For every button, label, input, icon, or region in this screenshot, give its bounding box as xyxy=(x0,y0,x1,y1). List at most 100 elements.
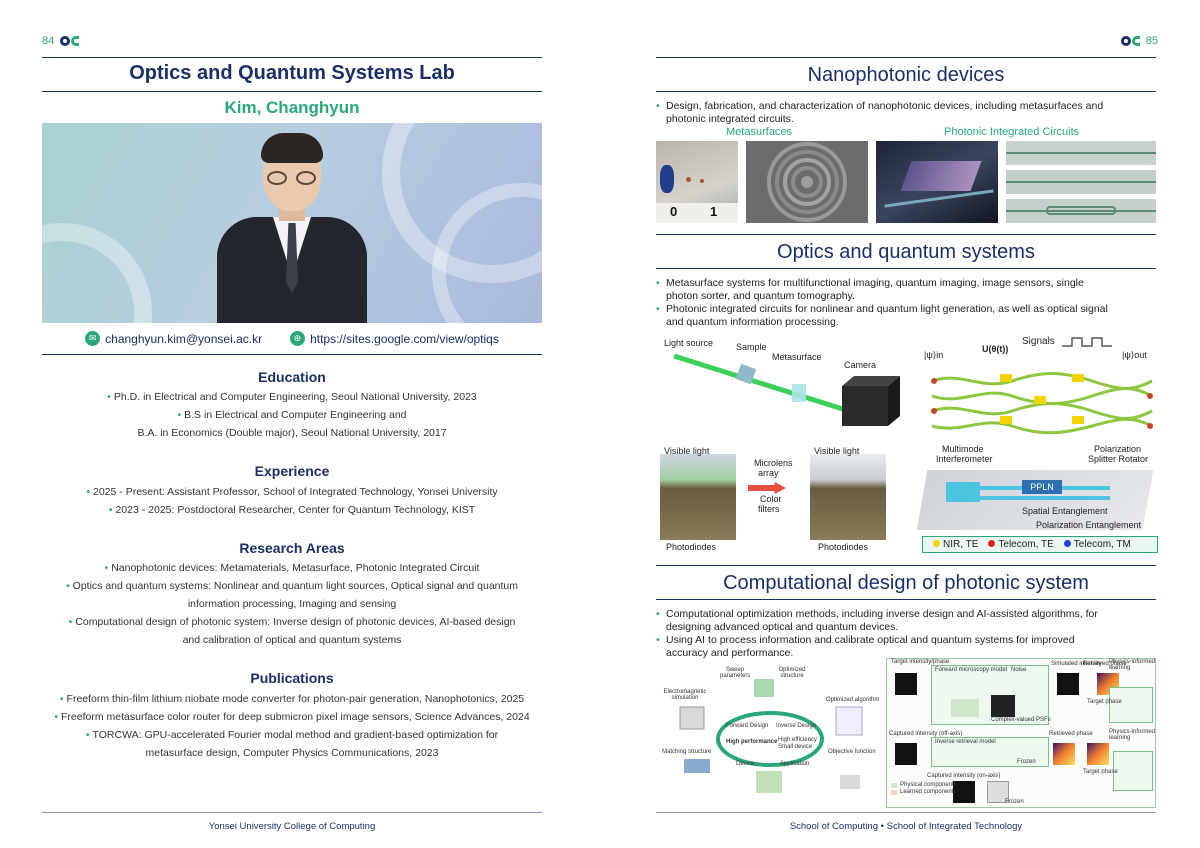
label-array: array xyxy=(758,468,779,478)
experience-title: Experience xyxy=(254,463,330,479)
label-learned: Learned components xyxy=(900,789,957,795)
divider xyxy=(42,57,542,58)
college-logo-icon xyxy=(60,36,80,46)
label-ppln: PPLN xyxy=(1022,480,1062,494)
website-link[interactable]: https://sites.google.com/view/optiqs xyxy=(310,331,499,346)
label-application: Application xyxy=(780,761,810,767)
email-contact[interactable]: ✉ changhyun.kim@yonsei.ac.kr xyxy=(85,331,262,346)
label-camera: Camera xyxy=(844,360,877,370)
person-portrait xyxy=(217,133,367,323)
label-mmi-1: Multimode xyxy=(942,444,984,454)
section-title-optics: Optics and quantum systems xyxy=(777,241,1035,263)
right-page: 85 Nanophotonic devices •Design, fabrica… xyxy=(600,0,1200,848)
list-item: information processing, Imaging and sens… xyxy=(187,598,397,610)
label-em-sim: Electromagnetic simulation xyxy=(663,689,707,701)
legend-item: Telecom, TM xyxy=(1063,539,1131,550)
inverse-design-figure: Sweep parameters Optimized structure Ele… xyxy=(660,667,880,803)
label-high-eff: High efficiency xyxy=(778,737,817,743)
label-simulated: Simulated intensity xyxy=(1051,661,1102,667)
label-psr-2: Splitter Rotator xyxy=(1088,454,1149,464)
label-matching: Matching structure xyxy=(662,749,712,755)
divider xyxy=(656,268,1156,269)
left-page: 84 Optics and Quantum Systems Lab Kim, C… xyxy=(42,35,542,832)
legend-dot-icon xyxy=(988,540,996,547)
label-inverse: Inverse Design xyxy=(776,723,817,729)
label-noise: Noise xyxy=(1011,667,1027,673)
label-sample: Sample xyxy=(736,342,767,352)
label-polarization: Polarization Entanglement xyxy=(1036,520,1142,530)
image-sensor-figure: Visible light Visible light Microlens ar… xyxy=(656,442,912,554)
caption-pic: Photonic Integrated Circuits xyxy=(944,126,1080,138)
section-title-comp: Computational design of photonic system xyxy=(723,572,1089,594)
label-retrieved-b: Retrieved phase xyxy=(1049,731,1093,737)
label-optimized-structure: Optimized structure xyxy=(778,667,806,679)
entanglement-circuit-figure: PPLN Multimode Interferometer Polarizati… xyxy=(916,442,1156,554)
quantum-circuit-figure: |ψ⟩in U(θ(t)) Signals |ψ⟩out xyxy=(922,336,1156,436)
lab-title: Optics and Quantum Systems Lab xyxy=(129,62,455,84)
label-mmi-2: Interferometer xyxy=(936,454,993,464)
caption-metasurfaces: Metasurfaces xyxy=(726,126,793,138)
email-text[interactable]: changhyun.kim@yonsei.ac.kr xyxy=(105,331,263,346)
research-list: •Nanophotonic devices: Metamaterials, Me… xyxy=(42,559,542,649)
globe-icon: ⊕ xyxy=(290,331,306,346)
list-item: metasurface design, Computer Physics Com… xyxy=(145,747,439,759)
label-visible-light-a: Visible light xyxy=(664,446,710,456)
comp-text: •Computational optimization methods, inc… xyxy=(656,608,1098,659)
education-list: •Ph.D. in Electrical and Computer Engine… xyxy=(42,388,542,442)
label-captured-on: Captured intensity (on-axis) xyxy=(927,773,1001,779)
label-pinn-a: Physics-informed learning xyxy=(1109,659,1156,671)
label-psi-in: |ψ⟩in xyxy=(924,350,944,360)
footer-right: School of Computing • School of Integrat… xyxy=(789,821,1023,832)
label-photodiodes-a: Photodiodes xyxy=(666,542,717,552)
label-filters: filters xyxy=(758,504,780,514)
legend-item: Telecom, TE xyxy=(988,539,1054,550)
page-number-left: 84 xyxy=(42,35,80,47)
college-logo-icon xyxy=(1120,36,1140,46)
list-item: and calibration of optical and quantum s… xyxy=(182,634,402,646)
list-item: •2023 - 2025: Postdoctoral Researcher, C… xyxy=(108,504,476,516)
label-visible-light-b: Visible light xyxy=(814,446,860,456)
divider xyxy=(656,91,1156,92)
list-item: •TORCWA: GPU-accelerated Fourier modal m… xyxy=(85,729,499,741)
label-sweep: Sweep parameters xyxy=(720,667,751,679)
label-psr-1: Polarization xyxy=(1094,444,1142,454)
list-item: •Freeform metasurface color router for d… xyxy=(54,711,530,723)
divider xyxy=(656,234,1156,235)
label-frozen-a: Frozen xyxy=(1017,759,1036,765)
page-number-right: 85 xyxy=(1120,35,1158,47)
label-pinn-b: Physics-informed learning xyxy=(1109,729,1156,741)
label-captured-off: Captured intensity (off-axis) xyxy=(889,731,963,737)
figure-legend: NIR, TE Telecom, TE Telecom, TM xyxy=(922,536,1158,553)
divider xyxy=(42,91,542,92)
divider xyxy=(42,812,542,813)
label-forward: Forward Design xyxy=(726,723,769,729)
mail-icon: ✉ xyxy=(85,331,101,346)
label-inv-model: Inverse retrieval model xyxy=(935,739,996,745)
page-number: 84 xyxy=(42,35,55,47)
contact-row: ✉ changhyun.kim@yonsei.ac.kr ⊕ https://s… xyxy=(42,331,542,346)
label-retrieved-a: Retrieved phase xyxy=(1083,661,1127,667)
list-item: •2025 - Present: Assistant Professor, Sc… xyxy=(86,486,498,498)
divider xyxy=(656,599,1156,600)
label-small: Small device xyxy=(778,744,813,750)
list-item: B.A. in Economics (Double major), Seoul … xyxy=(137,427,447,439)
divider xyxy=(656,812,1156,813)
list-item: •B.S in Electrical and Computer Engineer… xyxy=(177,409,407,421)
person-name: Kim, Changhyun xyxy=(224,98,360,117)
label-target-intensity: Target intensity/phase xyxy=(891,659,950,665)
research-title: Research Areas xyxy=(239,540,345,556)
list-item: •Ph.D. in Electrical and Computer Engine… xyxy=(107,391,477,403)
list-item: •Freeform thin-film lithium niobate mode… xyxy=(59,693,525,705)
ruler-label: 0 xyxy=(670,204,678,219)
experience-list: •2025 - Present: Assistant Professor, Sc… xyxy=(42,483,542,519)
pic-waveguide-photos xyxy=(1006,141,1156,223)
website-contact[interactable]: ⊕ https://sites.google.com/view/optiqs xyxy=(290,331,499,346)
label-signals: Signals xyxy=(1022,336,1055,347)
label-spatial: Spatial Entanglement xyxy=(1022,506,1108,516)
label-metasurface: Metasurface xyxy=(772,352,822,362)
label-color: Color xyxy=(760,494,782,504)
nano-text: •Design, fabrication, and characterizati… xyxy=(656,100,1104,125)
label-physical: Physical components xyxy=(900,782,957,788)
label-opt-alg: Optimized algorithm xyxy=(826,697,880,703)
profile-photo xyxy=(42,123,542,323)
